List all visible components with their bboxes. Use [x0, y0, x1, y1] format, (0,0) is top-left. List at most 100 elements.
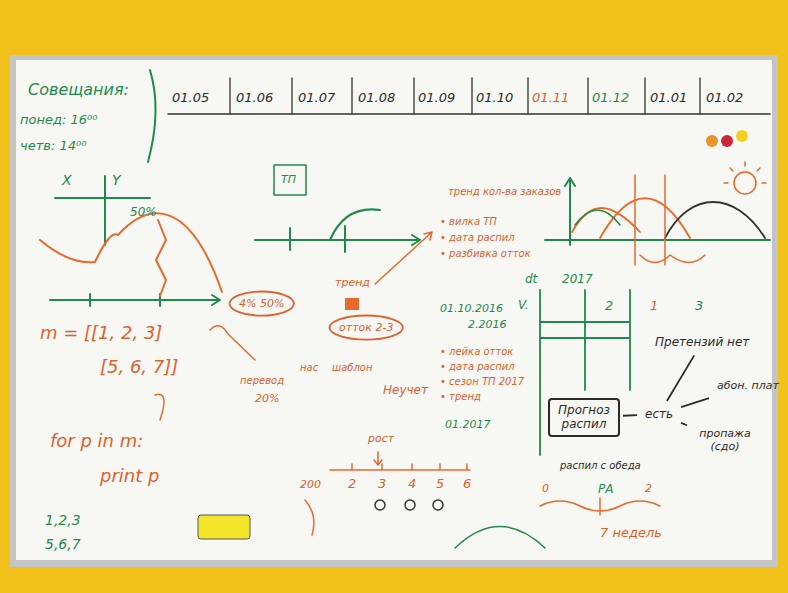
connector-line — [681, 423, 687, 425]
orange-stroke — [305, 500, 314, 535]
handwritten-note: Совещания: — [28, 80, 129, 99]
green-arc — [455, 527, 545, 549]
green-grid — [540, 290, 630, 455]
handwritten-note: 2.2016 — [468, 318, 507, 331]
orange-wave — [640, 255, 705, 263]
handwritten-note: for p in m: — [50, 430, 143, 452]
orange-stroke — [155, 394, 164, 420]
handwritten-note: шаблон — [332, 362, 373, 374]
node-text: пропажа (сдо) — [695, 427, 755, 453]
handwritten-note: 01.06 — [236, 90, 273, 106]
handwritten-note: V. — [518, 298, 529, 312]
ellipse-outline — [230, 292, 294, 316]
magnet — [721, 135, 733, 147]
handwritten-note: 01.02 — [706, 90, 743, 106]
handwritten-note: 01.2017 — [445, 418, 491, 431]
handwritten-note: 5,6,7 — [45, 536, 81, 553]
right-axes — [545, 178, 770, 245]
circled-note: 4% 50% — [228, 290, 295, 317]
magnet — [736, 130, 748, 142]
orange-block — [345, 298, 359, 310]
green-bell — [575, 210, 620, 225]
node-text: Претензий нет — [655, 335, 749, 349]
handwritten-node: пропажа (сдо) — [690, 424, 760, 456]
connector-line — [681, 398, 709, 407]
handwritten-note: 6 — [463, 476, 471, 492]
handwritten-note: • вилка ТП — [440, 216, 497, 228]
bell-curve — [40, 213, 222, 292]
eraser — [198, 515, 250, 539]
magnet — [706, 135, 718, 147]
handwritten-note: 0 — [542, 482, 549, 495]
circle-mark — [405, 500, 415, 510]
handwritten-note: 01.11 — [532, 90, 569, 106]
dark-bell — [665, 202, 765, 238]
node-text: отток 2-3 — [339, 321, 393, 334]
handwritten-note: 3 — [378, 476, 386, 492]
handwritten-note: нас — [300, 362, 318, 374]
node-text: Прогноз распил — [555, 403, 613, 432]
handwritten-note: 2 — [348, 476, 356, 492]
handwritten-note: 01.12 — [592, 90, 629, 106]
handwritten-note: 01.08 — [358, 90, 395, 106]
handwritten-note: X — [62, 172, 72, 189]
handwritten-note: 01.10.2016 — [440, 302, 503, 315]
handwritten-note: • лейка отток — [440, 346, 513, 358]
circle-mark — [375, 500, 385, 510]
handwritten-note: 4 — [408, 476, 416, 492]
handwritten-note: • разбивка отток — [440, 248, 531, 260]
handwritten-note: print p — [100, 465, 159, 487]
handwritten-note: 01.05 — [172, 90, 209, 106]
handwritten-note: 01.09 — [418, 90, 455, 106]
handwritten-node: абон. плат — [712, 376, 784, 395]
ellipse-outline — [330, 316, 403, 340]
handwritten-note: 200 — [300, 478, 321, 491]
orange-bells — [572, 198, 690, 238]
sun-doodle — [734, 172, 756, 194]
sun-rays — [724, 162, 766, 183]
orange-verticals — [635, 175, 665, 265]
green-arrow — [255, 209, 420, 252]
axis-arrow — [50, 294, 220, 306]
handwritten-note: 1 — [650, 298, 658, 314]
node-text: есть — [645, 407, 673, 421]
orange-axis — [330, 452, 470, 470]
circled-note: отток 2-3 — [328, 314, 404, 341]
handwritten-note: понед: 16⁰⁰ — [20, 112, 97, 128]
handwritten-note: • тренд — [440, 391, 481, 403]
connector-line — [623, 414, 637, 416]
handwritten-note: 50% — [130, 205, 157, 219]
handwritten-note: • дата распил — [440, 361, 515, 373]
handwritten-note: рост — [368, 432, 394, 445]
handwritten-note: Неучет — [383, 383, 428, 397]
circle-mark — [433, 500, 443, 510]
handwritten-note: 1,2,3 — [45, 512, 81, 529]
handwritten-note: 01.10 — [476, 90, 513, 106]
handwritten-note: 2 — [605, 298, 613, 314]
handwritten-note: тренд — [335, 276, 370, 289]
handwritten-note: 01.01 — [650, 90, 687, 106]
handwritten-note: 2 — [645, 482, 652, 495]
handwritten-note: РА — [598, 482, 613, 496]
timeline-dividers — [230, 78, 700, 114]
handwritten-note: 3 — [695, 298, 703, 314]
handwritten-note: 20% — [255, 392, 279, 405]
board-surface — [16, 60, 772, 560]
connector-line — [667, 355, 694, 401]
handwritten-note: 5 — [436, 476, 444, 492]
orange-arrow — [375, 232, 432, 284]
handwritten-note: [5, 6, 7]] — [100, 356, 178, 378]
handwritten-node: есть — [640, 404, 678, 424]
node-text: 4% 50% — [239, 297, 284, 310]
handwritten-note: распил с обеда — [560, 460, 641, 472]
timeline-line — [168, 113, 770, 115]
handwritten-note: Y — [112, 172, 121, 189]
handwritten-note: • сезон ТП 2017 — [440, 376, 524, 388]
handwritten-note: ТП — [281, 173, 296, 186]
handwritten-note: m = [[1, 2, 3] — [40, 322, 162, 344]
handwritten-note: dt — [525, 272, 537, 286]
handwritten-node: Претензий нет — [650, 332, 754, 352]
process-box: Прогноз распил — [548, 398, 620, 437]
node-text: абон. плат — [717, 379, 779, 392]
